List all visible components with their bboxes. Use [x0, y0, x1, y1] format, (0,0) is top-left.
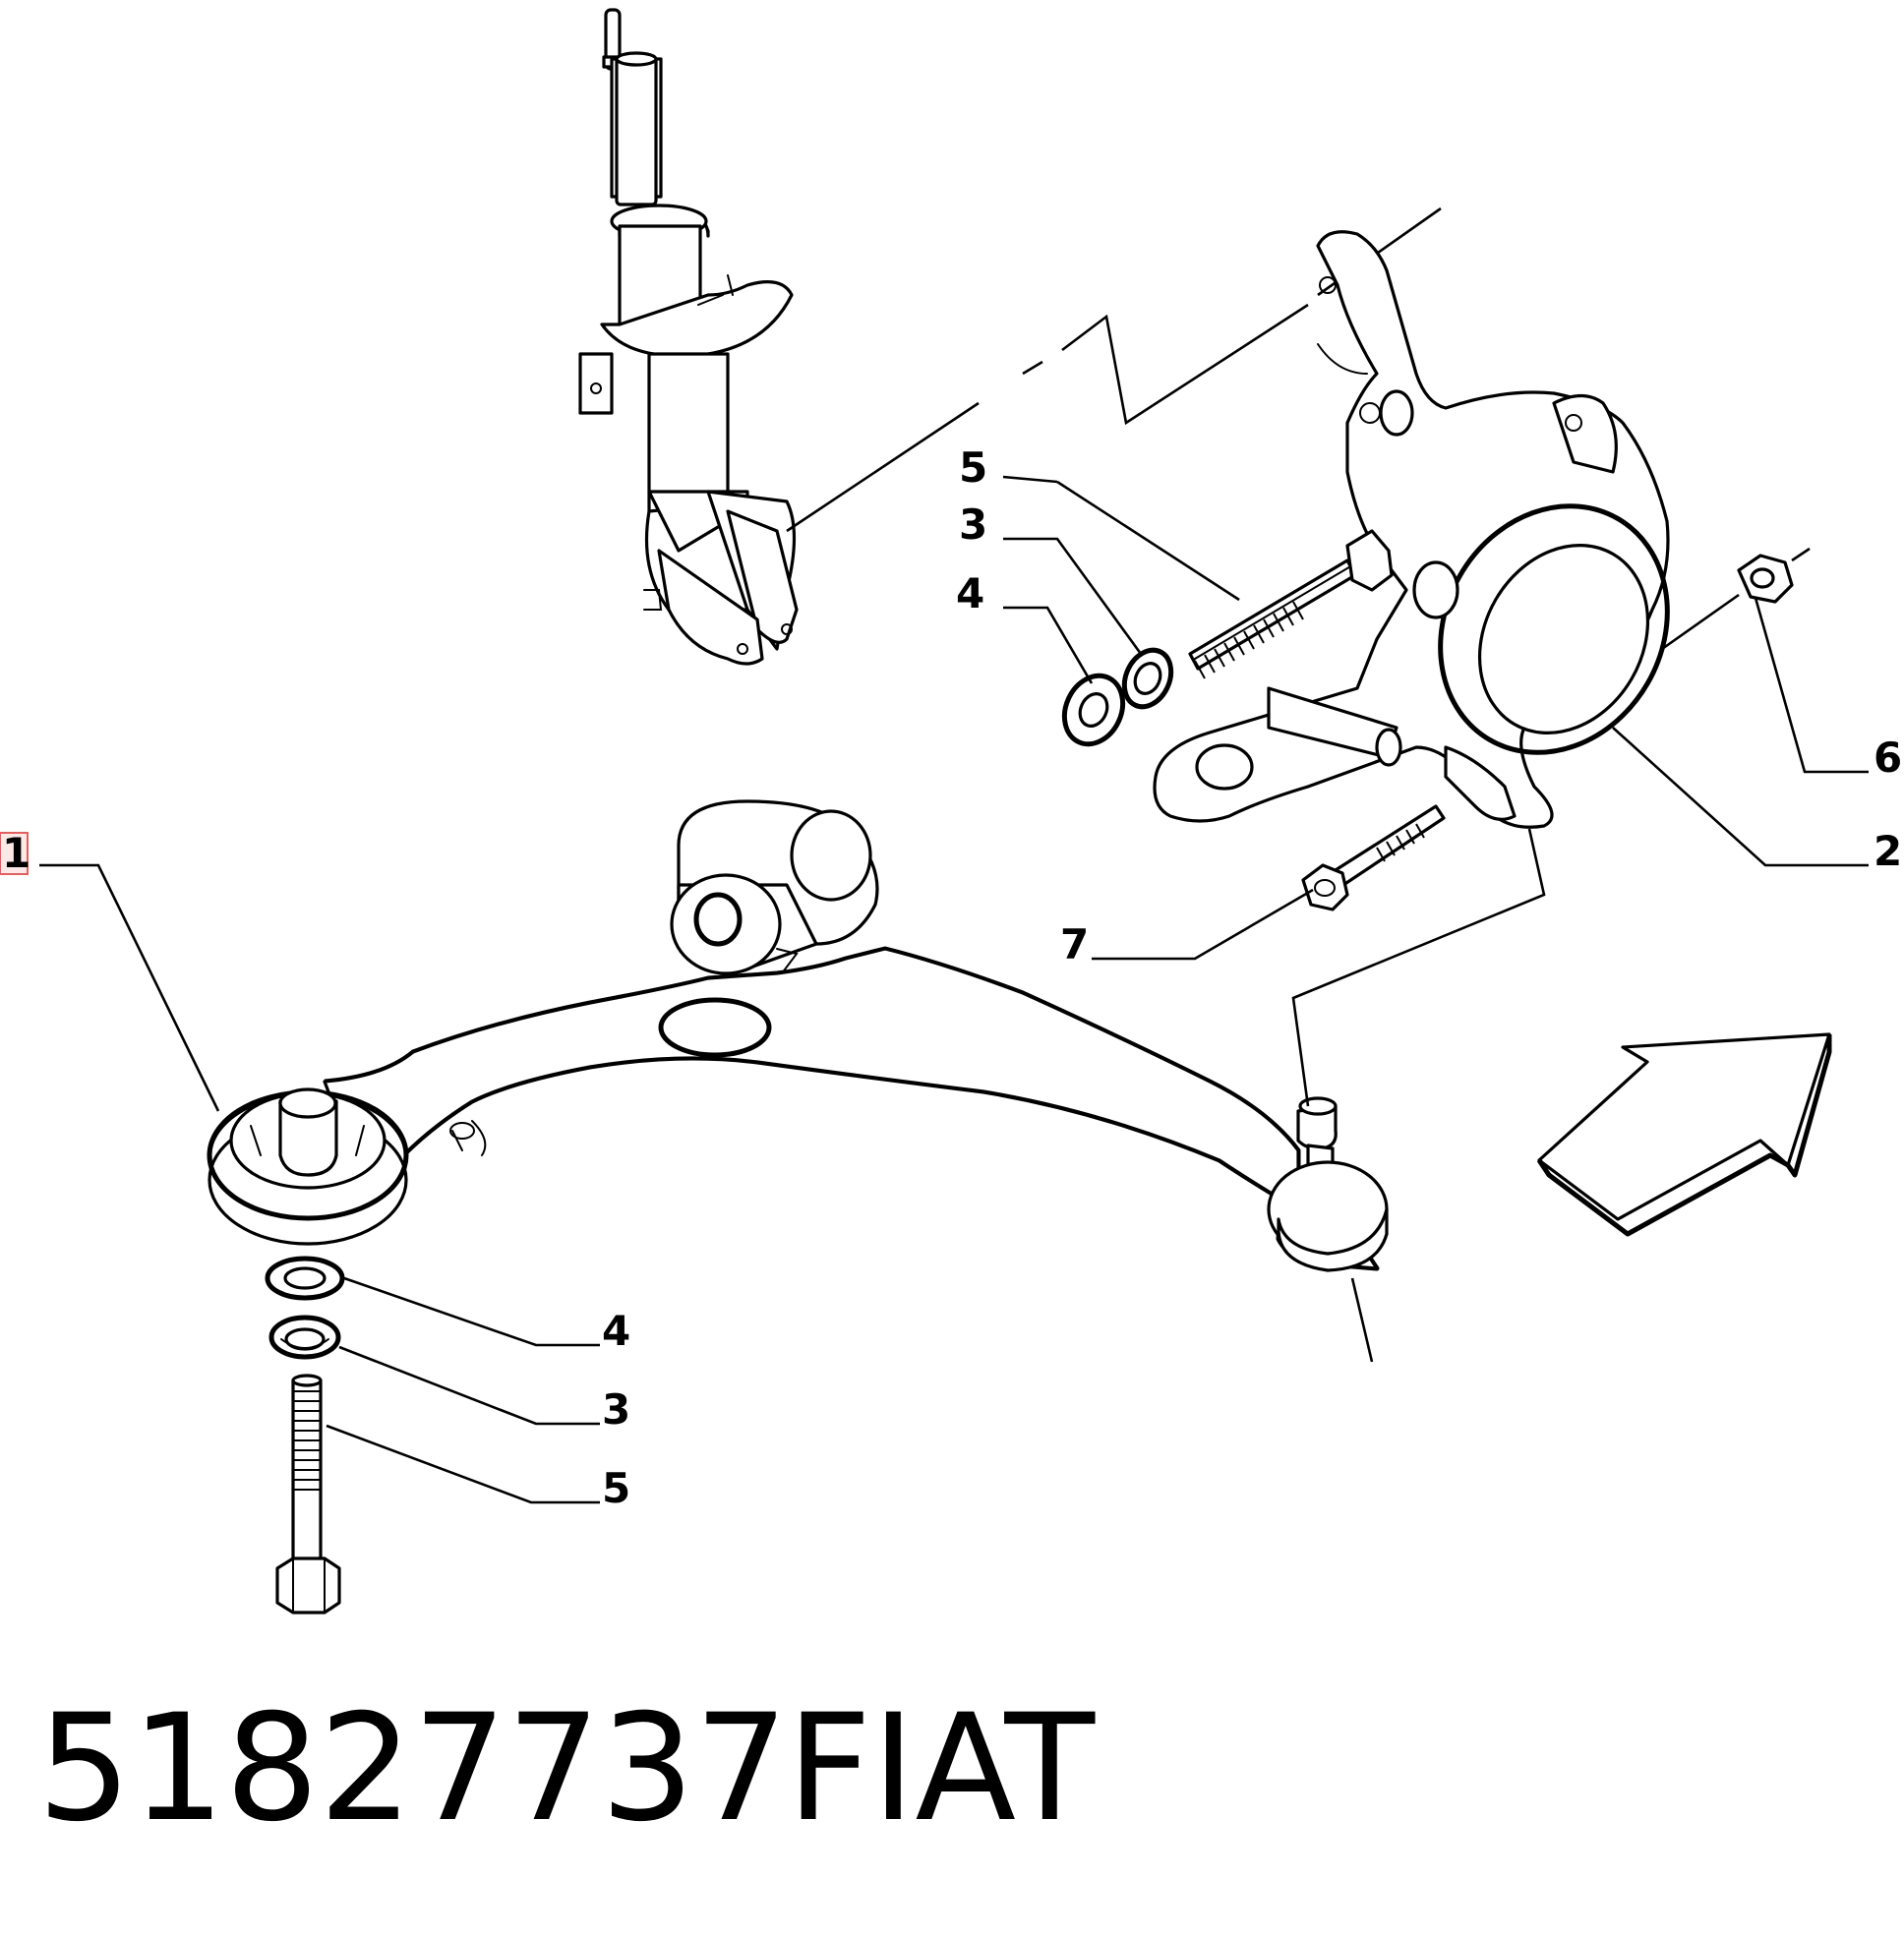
strut-assembly: [578, 8, 799, 666]
direction-arrow: [1536, 1032, 1832, 1237]
callout-6: 6: [1874, 734, 1902, 782]
callout-labels: 1 2 3 4 5 6 7 4 3 5: [0, 443, 1902, 1512]
caption: 51827737 FIAT: [37, 1683, 1096, 1854]
washer-lower-4: [265, 1256, 345, 1301]
centerline-strut: [786, 206, 1442, 533]
bolt-upper: [1188, 529, 1394, 679]
callout-5-top: 5: [959, 443, 987, 492]
bolt-lower: [275, 1374, 341, 1614]
callout-2: 2: [1874, 827, 1902, 875]
callout-4-bottom: 4: [602, 1307, 630, 1355]
leader-lines: [39, 475, 1869, 1504]
part-number: 51827737: [37, 1683, 788, 1854]
washer-upper-3: [1121, 647, 1174, 710]
callout-3-bottom: 3: [602, 1385, 630, 1434]
nut-6: [1661, 547, 1811, 651]
callout-4-top: 4: [956, 569, 984, 617]
callout-1: 1: [2, 829, 30, 877]
bolt-7: [1301, 804, 1446, 911]
brand-name: FIAT: [787, 1683, 1096, 1854]
washer-lower-3: [268, 1315, 341, 1360]
washer-upper-4: [1061, 673, 1126, 747]
control-arm: [207, 799, 1389, 1272]
callout-7: 7: [1060, 920, 1089, 968]
steering-knuckle: [1153, 230, 1670, 829]
callout-3-top: 3: [959, 500, 987, 549]
callout-1-highlight-box: [0, 832, 29, 875]
callout-5-bottom: 5: [602, 1464, 630, 1512]
centerline-balljoint: [1291, 828, 1546, 1363]
